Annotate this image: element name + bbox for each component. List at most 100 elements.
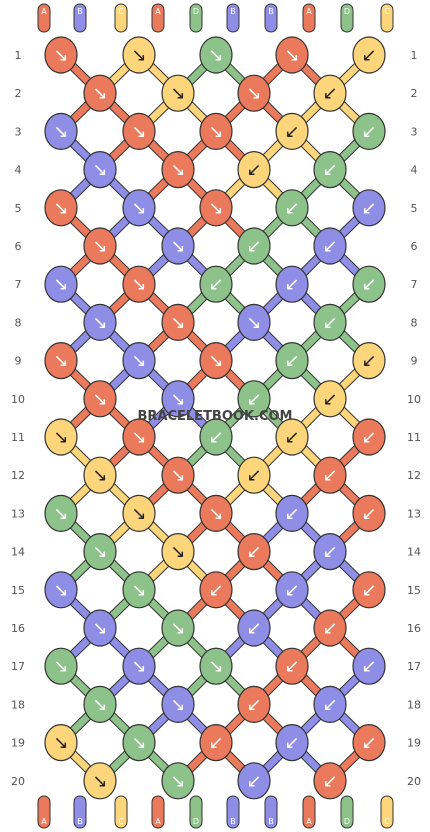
knot-arrow-icon: ↙ xyxy=(361,503,376,524)
knot: ↘ xyxy=(199,36,233,74)
knot: ↘ xyxy=(161,609,195,647)
knot-arrow-icon: ↙ xyxy=(246,389,261,410)
strand-tab-bottom: B xyxy=(264,795,278,829)
knot-oval xyxy=(199,494,233,533)
knot-arrow-icon: ↘ xyxy=(53,121,68,142)
knot-oval xyxy=(122,189,156,227)
strand-tab-bottom: D xyxy=(340,795,354,829)
strand-tab-top: D xyxy=(340,3,354,33)
knot: ↙ xyxy=(275,647,309,685)
knot: ↘ xyxy=(161,151,195,189)
knot-arrow-icon: ↘ xyxy=(208,351,223,372)
knot-arrow-icon: ↙ xyxy=(322,542,337,563)
strand-tab-bottom: B xyxy=(73,795,87,829)
knot-arrow-icon: ↙ xyxy=(322,694,337,715)
knot-oval xyxy=(83,227,117,265)
knot: ↙ xyxy=(275,571,309,609)
knot-oval xyxy=(161,762,195,800)
knot-oval xyxy=(275,494,309,533)
knot-oval xyxy=(44,647,78,685)
knot: ↘ xyxy=(44,342,78,380)
knot-oval xyxy=(122,342,156,380)
knot: ↘ xyxy=(44,723,78,762)
knot: ↙ xyxy=(237,456,271,494)
knot: ↙ xyxy=(352,571,386,609)
knot-oval xyxy=(44,36,78,74)
strand-letter: C xyxy=(118,817,124,826)
knot-oval xyxy=(237,227,271,265)
knot-oval xyxy=(161,303,195,341)
knot: ↘ xyxy=(122,418,156,456)
knot-oval xyxy=(83,380,117,418)
knot: ↘ xyxy=(44,647,78,685)
strand-tab-bottom: A xyxy=(37,795,51,829)
strand-letter: B xyxy=(77,817,83,826)
knot: ↘ xyxy=(161,762,195,800)
strand-letter: A xyxy=(41,7,47,16)
knot: ↙ xyxy=(275,112,309,150)
knot-arrow-icon: ↙ xyxy=(322,160,337,181)
knot: ↙ xyxy=(352,342,386,380)
knot-arrow-icon: ↙ xyxy=(284,733,299,754)
knot-oval xyxy=(275,571,309,609)
strand-tab-top: A xyxy=(151,3,165,33)
row-number-left: 15 xyxy=(11,584,25,597)
knot: ↙ xyxy=(313,685,347,724)
row-number-right: 16 xyxy=(407,622,421,635)
knot: ↙ xyxy=(199,571,233,609)
knot: ↘ xyxy=(199,647,233,685)
strand-tab-shape xyxy=(114,795,128,829)
knot-oval xyxy=(352,112,386,150)
knot-arrow-icon: ↘ xyxy=(170,236,185,257)
knot-arrow-icon: ↘ xyxy=(131,580,146,601)
knot-arrow-icon: ↘ xyxy=(170,160,185,181)
row-number-right: 19 xyxy=(407,737,421,750)
knot-oval xyxy=(199,647,233,685)
knot-arrow-icon: ↘ xyxy=(131,733,146,754)
knot: ↘ xyxy=(44,265,78,303)
knot: ↘ xyxy=(83,762,117,800)
knot-arrow-icon: ↘ xyxy=(92,160,107,181)
knot: ↘ xyxy=(161,303,195,341)
knot-arrow-icon: ↙ xyxy=(322,312,337,333)
strand-tab-shape xyxy=(226,3,240,33)
knot-arrow-icon: ↙ xyxy=(322,618,337,639)
knot-arrow-icon: ↙ xyxy=(322,465,337,486)
row-number-left: 3 xyxy=(15,125,22,138)
knot: ↘ xyxy=(122,36,156,74)
knot-arrow-icon: ↙ xyxy=(208,733,223,754)
knot-oval xyxy=(83,532,117,571)
row-number-left: 8 xyxy=(15,316,22,329)
knot-oval xyxy=(352,418,386,456)
knot-arrow-icon: ↘ xyxy=(170,618,185,639)
row-number-right: 17 xyxy=(407,660,421,673)
knot-oval xyxy=(122,265,156,303)
knot: ↘ xyxy=(161,227,195,265)
knot-oval xyxy=(161,456,195,494)
knot-oval xyxy=(122,571,156,609)
knot-arrow-icon: ↙ xyxy=(246,618,261,639)
knot-oval xyxy=(313,456,347,494)
knot-arrow-icon: ↘ xyxy=(92,83,107,104)
knot-arrow-icon: ↙ xyxy=(284,427,299,448)
knot-oval xyxy=(44,342,78,380)
knot-arrow-icon: ↙ xyxy=(284,656,299,677)
row-number-left: 19 xyxy=(11,737,25,750)
knot: ↙ xyxy=(313,609,347,647)
knot: ↙ xyxy=(237,380,271,418)
strand-tab-shape xyxy=(264,795,278,829)
knot-oval xyxy=(275,647,309,685)
knot-arrow-icon: ↘ xyxy=(170,771,185,792)
knot-oval xyxy=(313,762,347,800)
knot-arrow-icon: ↙ xyxy=(361,198,376,219)
knot-oval xyxy=(275,418,309,456)
knot-arrow-icon: ↙ xyxy=(361,45,376,66)
knot-oval xyxy=(83,74,117,112)
strand-tab-top: B xyxy=(264,3,278,33)
knot: ↙ xyxy=(313,456,347,494)
row-number-left: 1 xyxy=(15,49,22,62)
knot: ↙ xyxy=(237,532,271,571)
knot-arrow-icon: ↘ xyxy=(208,121,223,142)
knot: ↘ xyxy=(161,74,195,112)
